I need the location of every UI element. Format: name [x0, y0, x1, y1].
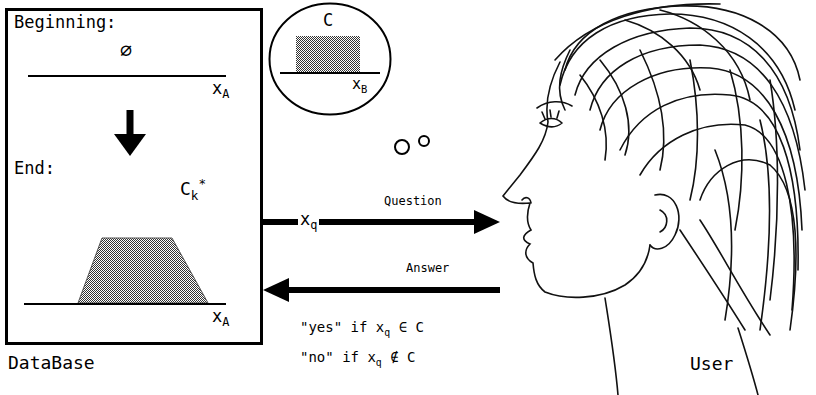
- axis-line: [28, 75, 226, 77]
- text-part: q: [384, 327, 390, 338]
- stage-heading: Beginning:: [14, 14, 116, 31]
- face-profile: [503, 62, 650, 297]
- answer-rule: "no" if xq ∉ C: [298, 350, 417, 368]
- hair-strand: [560, 50, 570, 110]
- text-part: q: [310, 218, 317, 232]
- text-part: A: [222, 315, 229, 329]
- arrow-label: Question: [382, 195, 444, 207]
- user-figure: User: [500, 0, 816, 395]
- hair-strand: [730, 70, 742, 230]
- neck-line: [605, 298, 618, 395]
- text-part: ∉ C: [382, 349, 416, 365]
- hair-strand: [555, 4, 720, 60]
- hair-strand: [760, 120, 769, 330]
- axis-line: [280, 72, 380, 74]
- hair-strand: [700, 220, 770, 335]
- stage-heading: End:: [14, 160, 55, 177]
- text-part: x: [352, 75, 361, 93]
- text-part: q: [376, 357, 382, 368]
- text-part: C: [323, 10, 333, 30]
- fuzzy-concept-shape: [78, 238, 208, 303]
- text-part: x: [212, 306, 222, 326]
- thought-dot: [395, 140, 409, 154]
- hair-strand: [660, 10, 750, 100]
- message-arrow: [289, 287, 500, 293]
- ear: [650, 194, 679, 249]
- progress-arrow-shaft: [127, 110, 134, 136]
- text-part: ∅: [120, 38, 132, 62]
- text-part: DataBase: [8, 352, 95, 373]
- message-arrow: [263, 219, 474, 225]
- text-part: "yes" if x: [300, 319, 384, 335]
- hair-strand: [700, 160, 796, 330]
- answer-rule: "yes" if xq ∈ C: [298, 320, 426, 338]
- text-part: User: [690, 353, 733, 374]
- axis-line: [24, 303, 226, 305]
- nostril: [522, 198, 531, 203]
- text-part: *: [198, 176, 206, 191]
- empty-set: ∅: [120, 40, 132, 60]
- text-part: "no" if x: [300, 349, 376, 365]
- axis-label: xA: [212, 80, 229, 101]
- text-part: x: [212, 78, 222, 98]
- concept-label: Ck*: [180, 178, 206, 202]
- text-part: B: [361, 83, 367, 95]
- neck-line: [738, 328, 758, 395]
- thought-bubble: CxB: [268, 2, 392, 116]
- box-title: DataBase: [8, 354, 95, 372]
- head-drawing: [503, 4, 805, 395]
- progress-arrow-head: [114, 134, 146, 156]
- axis-label: xB: [352, 77, 367, 95]
- hair-strand: [575, 28, 800, 150]
- text-part: Beginning:: [14, 12, 116, 32]
- text-part: x: [300, 209, 310, 229]
- thought-dot: [419, 136, 429, 146]
- eye: [540, 110, 562, 127]
- query-label: xq: [298, 211, 319, 232]
- database-box: Beginning:∅xAEnd:Ck*xADataBase: [5, 8, 263, 345]
- crisp-concept-shape: [296, 36, 360, 72]
- text-part: A: [222, 87, 229, 101]
- text-part: ∈ C: [390, 319, 424, 335]
- eyebrow: [537, 102, 572, 108]
- text-part: C: [180, 178, 191, 199]
- hair-strand: [640, 50, 664, 170]
- hair-strand: [580, 75, 606, 160]
- text-part: End:: [14, 158, 55, 178]
- hair-strand: [600, 60, 629, 155]
- concept-label: C: [323, 12, 333, 29]
- arrow-label: Answer: [404, 262, 451, 274]
- hair-strand: [770, 80, 778, 300]
- axis-label: xA: [212, 308, 229, 329]
- hair-strand: [625, 20, 700, 90]
- bubble-ellipse: [270, 4, 391, 115]
- figure-title: User: [690, 355, 733, 373]
- text-part: k: [191, 188, 199, 203]
